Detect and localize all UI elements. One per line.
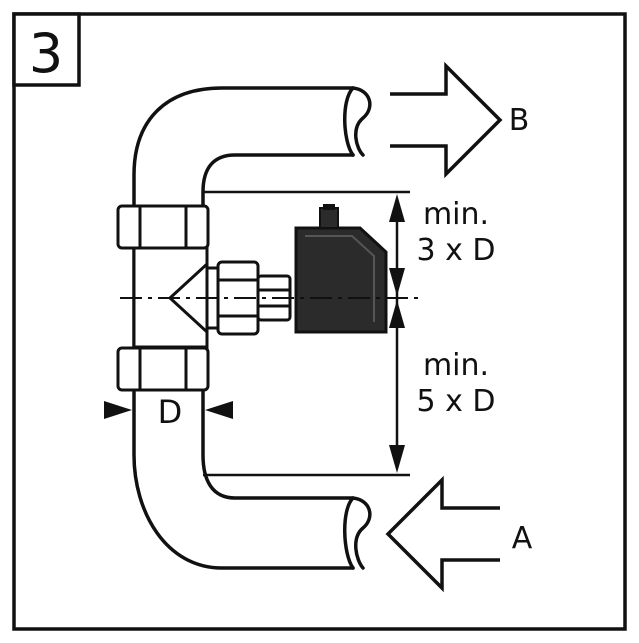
flow-in-arrow: [385, 475, 500, 593]
diameter-marker: [104, 401, 233, 419]
step-number-box: 3: [12, 12, 81, 87]
outer-frame: [12, 12, 627, 631]
diameter-arrow-left: [104, 401, 132, 419]
diameter-arrow-right: [205, 401, 233, 419]
downstream-min-line2: 3 x D: [416, 233, 495, 268]
pipe-cut-bottom: [343, 496, 372, 570]
upper-hex-nut: [116, 204, 210, 250]
lower-hex-nut: [116, 346, 210, 392]
sensor-connector: [319, 207, 339, 229]
flow-sensor: [294, 204, 388, 334]
step-number: 3: [29, 22, 63, 85]
upstream-min-line1: min.: [423, 348, 489, 383]
pipe-cut-top: [343, 86, 372, 157]
dimension-lines: [203, 190, 410, 477]
pipe-outer-wall: [132, 86, 355, 570]
downstream-min-line1: min.: [423, 197, 489, 232]
diameter-label: D: [158, 393, 183, 431]
pipe-inner-wall: [201, 153, 355, 500]
sensor-housing: [294, 226, 388, 334]
upstream-min-line2: 5 x D: [416, 384, 495, 419]
flow-out-arrow: [390, 61, 503, 179]
flow-in-label: A: [512, 521, 533, 556]
pipe: [132, 86, 372, 570]
tee-fitting: [116, 204, 292, 392]
flow-out-label: B: [509, 103, 530, 138]
